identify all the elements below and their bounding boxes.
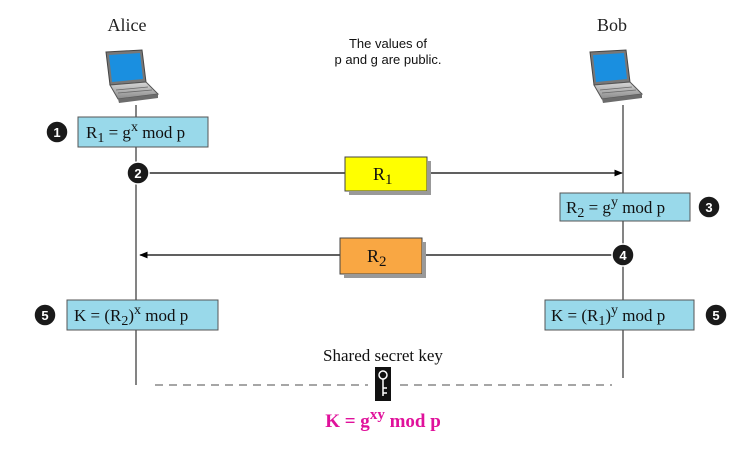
laptop-icon [105,49,160,103]
laptop-icon [589,49,644,103]
shared-key-label: Shared secret key [323,346,443,365]
step-4-badge: 4 [611,243,635,267]
svg-text:3: 3 [705,200,712,215]
key-icon [375,367,391,401]
alice-compute-formula: R1 = gx mod p [86,120,185,146]
alice-label: Alice [108,15,147,35]
public-note-line1: The values of [349,36,427,51]
bob-key-box [544,299,695,331]
message-1-box [344,156,428,192]
message-2-label: R2 [367,246,387,270]
bob-key-formula: K = (R1)y mod p [551,303,665,329]
alice-key-formula: K = (R2)x mod p [74,303,188,329]
public-note-line2: p and g are public. [335,52,442,67]
svg-text:5: 5 [712,308,719,323]
svg-text:1: 1 [53,125,60,140]
bob-label: Bob [597,15,627,35]
svg-text:2: 2 [134,166,141,181]
bob-compute-formula: R2 = gy mod p [566,195,665,221]
bob-compute-box [559,192,691,222]
alice-key-box [66,299,219,331]
step-1-badge: 1 [45,120,69,144]
alice-compute-box [77,116,209,148]
svg-text:4: 4 [619,248,627,263]
message-1-shadow-bottom [349,191,431,195]
step-3-badge: 3 [697,195,721,219]
step-5-bob-badge: 5 [704,303,728,327]
message-1-shadow [427,161,431,195]
message-2-shadow [422,242,426,278]
step-2-badge: 2 [126,161,150,185]
message-2-shadow-bottom [344,274,426,278]
svg-text:5: 5 [41,308,48,323]
shared-key-formula: K = gxy mod p [325,407,441,432]
step-5-alice-badge: 5 [33,303,57,327]
message-1-label: R1 [373,164,393,188]
